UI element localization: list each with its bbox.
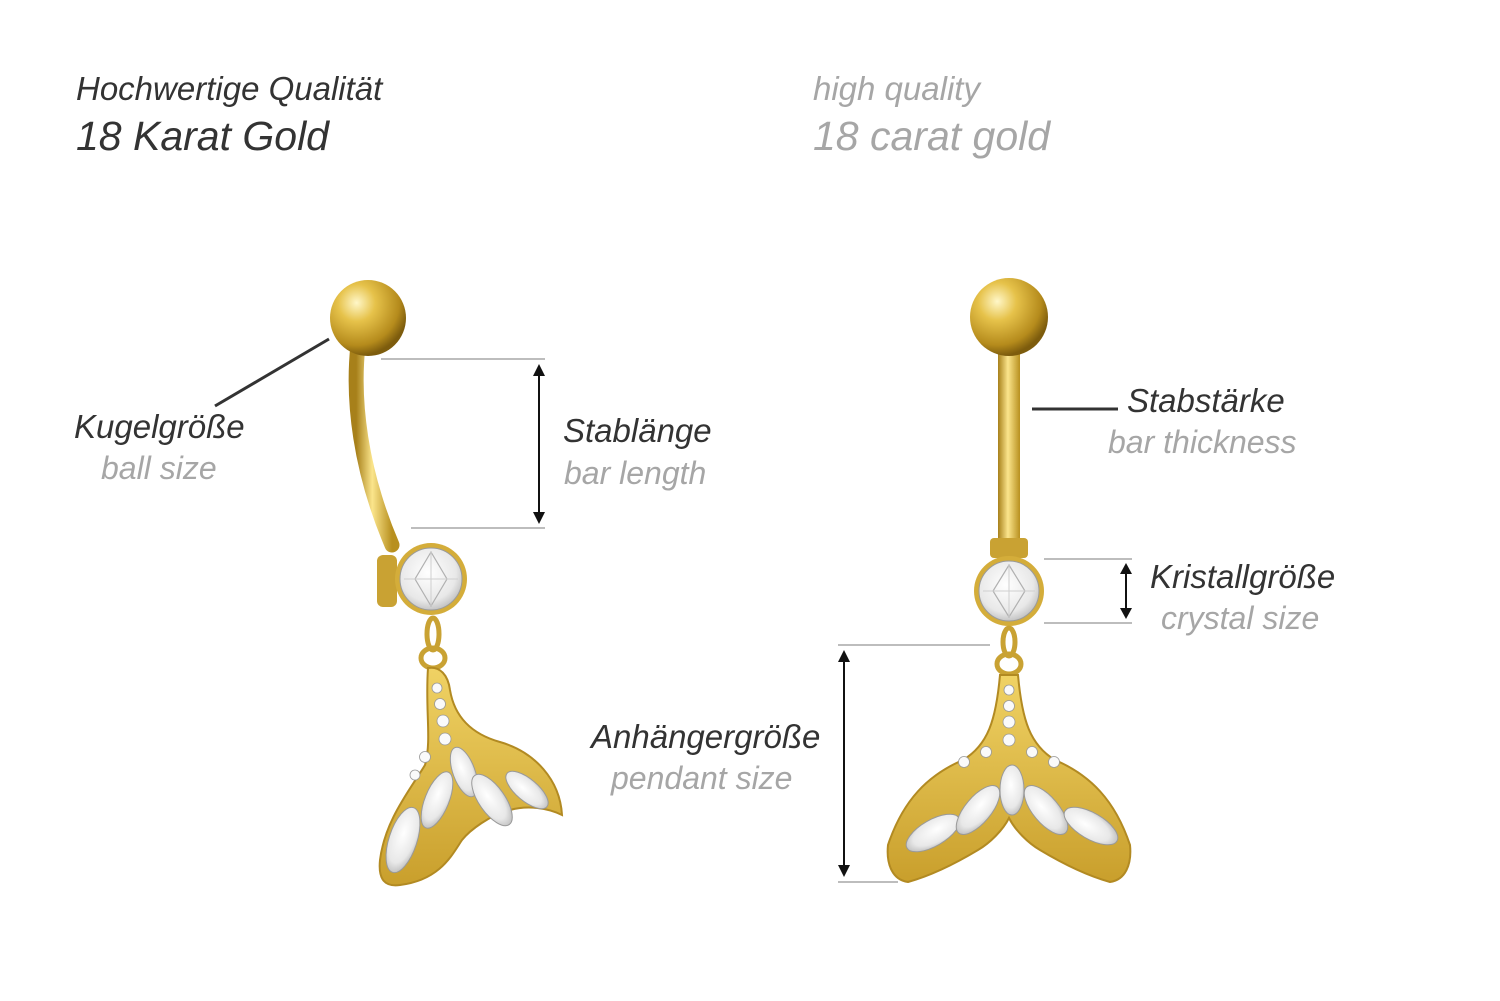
mermaid-tail-pendant-icon bbox=[378, 666, 564, 887]
curved-bar-icon bbox=[348, 337, 400, 553]
crystal-icon bbox=[974, 538, 1044, 626]
straight-bar-icon bbox=[998, 345, 1020, 545]
title-en-quality: high quality bbox=[813, 70, 980, 107]
gold-ball-icon bbox=[330, 280, 406, 356]
mermaid-tail-pendant-icon bbox=[886, 674, 1132, 884]
pendant-size-label-en: pendant size bbox=[611, 760, 793, 796]
bar-thickness-label-en: bar thickness bbox=[1108, 424, 1297, 460]
ball-size-label-en: ball size bbox=[101, 450, 217, 486]
crystal-size-label-de: Kristallgröße bbox=[1150, 558, 1336, 595]
gold-ball-icon bbox=[970, 278, 1048, 356]
crystal-icon bbox=[377, 543, 467, 615]
right-jewelry bbox=[886, 278, 1132, 884]
bar-length-label-en: bar length bbox=[564, 455, 707, 491]
left-guides bbox=[214, 337, 545, 529]
title-en-material: 18 carat gold bbox=[813, 113, 1051, 159]
ball-size-pointer bbox=[214, 337, 330, 408]
ball-size-label-de: Kugelgröße bbox=[74, 408, 245, 445]
pendant-size-label-de: Anhängergröße bbox=[591, 718, 821, 755]
title-de-quality: Hochwertige Qualität bbox=[76, 70, 383, 107]
bar-thickness-label-de: Stabstärke bbox=[1127, 382, 1285, 419]
crystal-size-label-en: crystal size bbox=[1161, 600, 1320, 636]
left-jewelry bbox=[330, 280, 564, 887]
bar-length-label-de: Stablänge bbox=[563, 412, 712, 449]
right-guides bbox=[838, 407, 1132, 883]
title-de-material: 18 Karat Gold bbox=[76, 113, 329, 159]
